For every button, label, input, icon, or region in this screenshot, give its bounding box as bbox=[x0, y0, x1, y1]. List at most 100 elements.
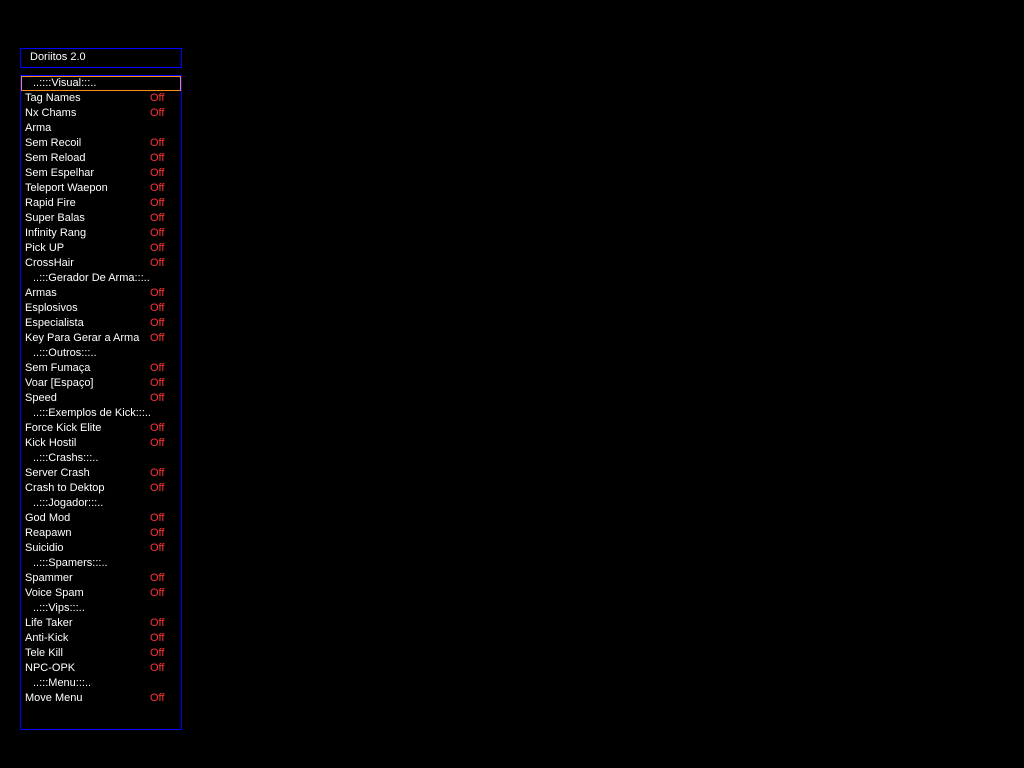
toggle-state[interactable]: Off bbox=[150, 377, 165, 389]
menu-item-label: CrossHair bbox=[25, 257, 74, 269]
menu-item-label: Tele Kill bbox=[25, 647, 63, 659]
menu-item-crosshair[interactable]: CrossHair Off bbox=[21, 256, 181, 271]
menu-item-label: Infinity Rang bbox=[25, 227, 87, 239]
menu-item-infinity-rang[interactable]: Infinity Rang Off bbox=[21, 226, 181, 241]
toggle-state[interactable]: Off bbox=[150, 542, 165, 554]
toggle-state[interactable]: Off bbox=[150, 227, 165, 239]
toggle-state[interactable]: Off bbox=[150, 317, 165, 329]
toggle-state[interactable]: Off bbox=[150, 197, 165, 209]
toggle-state[interactable]: Off bbox=[150, 107, 165, 119]
menu-title: Doriitos 2.0 bbox=[30, 51, 86, 63]
toggle-state[interactable]: Off bbox=[150, 92, 165, 104]
menu-item-suicidio[interactable]: Suicidio Off bbox=[21, 541, 181, 556]
menu-item-npc-opk[interactable]: NPC-OPK Off bbox=[21, 661, 181, 676]
menu-item-label: Sem Fumaça bbox=[25, 362, 91, 374]
menu-section-spamers: ..:::Spamers:::.. bbox=[21, 556, 181, 571]
menu-item-reapawn[interactable]: Reapawn Off bbox=[21, 526, 181, 541]
section-header-label: ..:::Menu:::.. bbox=[33, 677, 92, 689]
toggle-state[interactable]: Off bbox=[150, 167, 165, 179]
menu-section-visual: ..::::Visual:::.. bbox=[21, 76, 181, 91]
menu-item-label: Key Para Gerar a Arma bbox=[25, 332, 140, 344]
toggle-state[interactable]: Off bbox=[150, 692, 165, 704]
section-header-label: ..:::Jogador:::.. bbox=[33, 497, 104, 509]
menu-item-sem-reload[interactable]: Sem Reload Off bbox=[21, 151, 181, 166]
menu-item-sem-espelhar[interactable]: Sem Espelhar Off bbox=[21, 166, 181, 181]
menu-item-label: Teleport Waepon bbox=[25, 182, 108, 194]
menu-item-sem-fuma-a[interactable]: Sem Fumaça Off bbox=[21, 361, 181, 376]
menu-item-label: Sem Recoil bbox=[25, 137, 82, 149]
toggle-state[interactable]: Off bbox=[150, 152, 165, 164]
section-header-label: ..:::Exemplos de Kick:::.. bbox=[33, 407, 151, 419]
toggle-state[interactable]: Off bbox=[150, 302, 165, 314]
toggle-state[interactable]: Off bbox=[150, 137, 165, 149]
menu-item-force-kick-elite[interactable]: Force Kick Elite Off bbox=[21, 421, 181, 436]
toggle-state[interactable]: Off bbox=[150, 617, 165, 629]
menu-item-move-menu[interactable]: Move Menu Off bbox=[21, 691, 181, 706]
menu-item-label: Life Taker bbox=[25, 617, 73, 629]
toggle-state[interactable]: Off bbox=[150, 287, 165, 299]
menu-item-label: Voice Spam bbox=[25, 587, 84, 599]
toggle-state[interactable]: Off bbox=[150, 662, 165, 674]
toggle-state[interactable]: Off bbox=[150, 482, 165, 494]
menu-item-label: Move Menu bbox=[25, 692, 83, 704]
menu-item-armas[interactable]: Armas Off bbox=[21, 286, 181, 301]
toggle-state[interactable]: Off bbox=[150, 212, 165, 224]
toggle-state[interactable]: Off bbox=[150, 182, 165, 194]
menu-section-gerador-de-arma: ..:::Gerador De Arma:::.. bbox=[21, 271, 181, 286]
menu-item-label: Sem Reload bbox=[25, 152, 86, 164]
menu-item-label: Spammer bbox=[25, 572, 73, 584]
section-header-label: ..::::Visual:::.. bbox=[33, 77, 97, 89]
toggle-state[interactable]: Off bbox=[150, 437, 165, 449]
toggle-state[interactable]: Off bbox=[150, 422, 165, 434]
menu-item-especialista[interactable]: Especialista Off bbox=[21, 316, 181, 331]
toggle-state[interactable]: Off bbox=[150, 392, 165, 404]
menu-item-label: Super Balas bbox=[25, 212, 85, 224]
menu-item-voar-espa-o[interactable]: Voar [Espaço]Off bbox=[21, 376, 181, 391]
toggle-state[interactable]: Off bbox=[150, 257, 165, 269]
menu-item-label: Sem Espelhar bbox=[25, 167, 95, 179]
menu-item-label: Rapid Fire bbox=[25, 197, 76, 209]
menu-item-spammer[interactable]: Spammer Off bbox=[21, 571, 181, 586]
menu-item-label: Especialista bbox=[25, 317, 84, 329]
menu-item-rapid-fire[interactable]: Rapid Fire Off bbox=[21, 196, 181, 211]
toggle-state[interactable]: Off bbox=[150, 242, 165, 254]
menu-item-label: Reapawn bbox=[25, 527, 72, 539]
toggle-state[interactable]: Off bbox=[150, 647, 165, 659]
toggle-state[interactable]: Off bbox=[150, 632, 165, 644]
toggle-state[interactable]: Off bbox=[150, 527, 165, 539]
menu-item-voice-spam[interactable]: Voice Spam Off bbox=[21, 586, 181, 601]
toggle-state[interactable]: Off bbox=[150, 572, 165, 584]
menu-item-kick-hostil[interactable]: Kick Hostil Off bbox=[21, 436, 181, 451]
menu-item-teleport-waepon[interactable]: Teleport Waepon Off bbox=[21, 181, 181, 196]
menu-item-tag-names[interactable]: Tag Names Off bbox=[21, 91, 181, 106]
menu-item-arma[interactable]: Arma bbox=[21, 121, 181, 136]
section-header-label: ..:::Vips:::.. bbox=[33, 602, 85, 614]
menu-item-label: Suicidio bbox=[25, 542, 64, 554]
toggle-state[interactable]: Off bbox=[150, 332, 165, 344]
menu-item-label: Tag Names bbox=[25, 92, 81, 104]
menu-item-life-taker[interactable]: Life Taker Off bbox=[21, 616, 181, 631]
toggle-state[interactable]: Off bbox=[150, 512, 165, 524]
menu-item-sem-recoil[interactable]: Sem Recoil Off bbox=[21, 136, 181, 151]
toggle-state[interactable]: Off bbox=[150, 467, 165, 479]
menu-item-label: Armas bbox=[25, 287, 57, 299]
menu-item-label: Kick Hostil bbox=[25, 437, 77, 449]
toggle-state[interactable]: Off bbox=[150, 362, 165, 374]
menu-section-menu: ..:::Menu:::.. bbox=[21, 676, 181, 691]
menu-item-tele-kill[interactable]: Tele Kill Off bbox=[21, 646, 181, 661]
menu-item-super-balas[interactable]: Super Balas Off bbox=[21, 211, 181, 226]
menu-item-label: Force Kick Elite bbox=[25, 422, 102, 434]
toggle-state[interactable]: Off bbox=[150, 587, 165, 599]
menu-item-key-para-gerar-a-arma[interactable]: Key Para Gerar a Arma Off bbox=[21, 331, 181, 346]
menu-section-crashs: ..:::Crashs:::.. bbox=[21, 451, 181, 466]
menu-item-label: NPC-OPK bbox=[25, 662, 76, 674]
